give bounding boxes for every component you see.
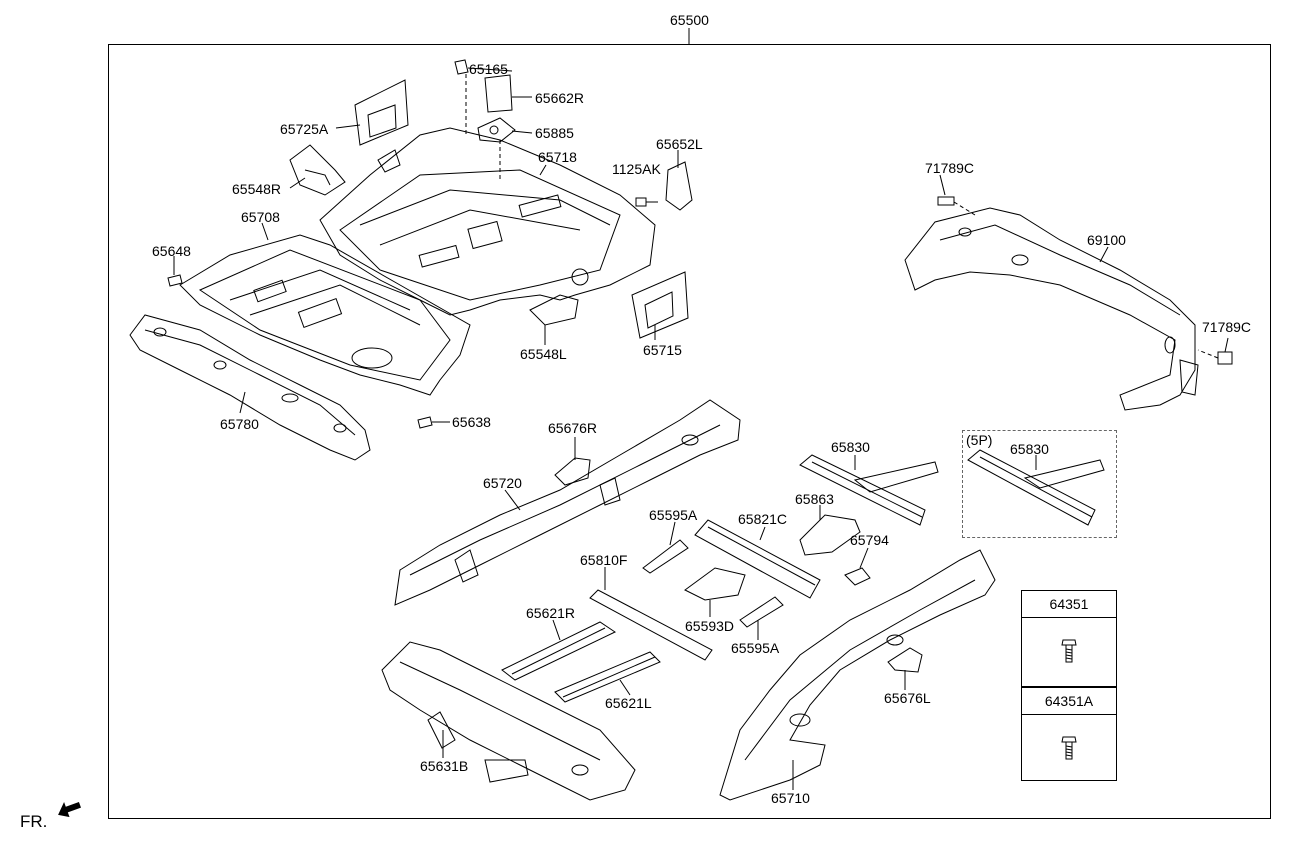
part-label-65165[interactable]: 65165: [469, 61, 508, 77]
bolt-icon: [1061, 639, 1077, 663]
part-label-65885[interactable]: 65885: [535, 125, 574, 141]
part-label-65708[interactable]: 65708: [241, 209, 280, 225]
bracket-65676L-part[interactable]: [887, 647, 923, 673]
rear-member-part[interactable]: [381, 641, 636, 801]
part-label-65718[interactable]: 65718: [538, 149, 577, 165]
part-label-65676L[interactable]: 65676L: [884, 690, 931, 706]
legend-item-icon-cell: [1022, 618, 1116, 687]
bracket-65595A-a-part[interactable]: [642, 539, 689, 574]
part-label-65631B[interactable]: 65631B: [420, 758, 469, 774]
part-label-65725A[interactable]: 65725A: [280, 121, 329, 137]
part-label-65715[interactable]: 65715: [643, 342, 682, 358]
part-label-65593D[interactable]: 65593D: [685, 618, 735, 634]
bracket-65676R-part[interactable]: [554, 457, 591, 486]
bracket-65794-part[interactable]: [844, 567, 871, 586]
part-label-65720[interactable]: 65720: [483, 475, 522, 491]
crossmember-65830-part[interactable]: [799, 454, 939, 526]
part-label-65810F[interactable]: 65810F: [580, 552, 628, 568]
part-label-65652L[interactable]: 65652L: [656, 136, 703, 152]
assembly-frame: [108, 44, 1271, 819]
side-member-r-part[interactable]: [394, 399, 741, 606]
part-label-1125AK[interactable]: 1125AK: [612, 161, 661, 177]
part-label-65548R[interactable]: 65548R: [232, 181, 282, 197]
bolt-1125AK-part[interactable]: [635, 197, 658, 207]
bracket-65662R-part[interactable]: [484, 74, 513, 113]
center-floor-pan-part[interactable]: [179, 234, 471, 396]
crossmember-65821C-part[interactable]: [694, 519, 821, 599]
part-label-71789C-right[interactable]: 71789C: [1202, 319, 1252, 335]
crossmember-65810F-part[interactable]: [589, 589, 713, 661]
legend-item-label[interactable]: 64351: [1022, 591, 1116, 618]
assembly-number-label: 65500: [670, 12, 709, 28]
bolt-icon: [1061, 736, 1077, 760]
legend-item-label[interactable]: 64351A: [1022, 687, 1116, 715]
rear-crossmember-part[interactable]: [904, 207, 1199, 411]
part-label-65648[interactable]: 65648: [152, 243, 191, 259]
front-indicator-label: FR.: [20, 812, 48, 831]
bracket-65548R-part[interactable]: [289, 144, 346, 196]
bracket-65863-part[interactable]: [799, 514, 861, 556]
part-label-65621L[interactable]: 65621L: [605, 695, 652, 711]
part-label-65821C[interactable]: 65821C: [738, 511, 788, 527]
pad-65638-part[interactable]: [417, 416, 433, 429]
clip-65165-part[interactable]: [454, 59, 469, 135]
bracket-65595A-b-part[interactable]: [739, 596, 784, 628]
part-label-65863[interactable]: 65863: [795, 491, 834, 507]
bracket-65725A-part[interactable]: [354, 79, 409, 146]
part-label-65662R[interactable]: 65662R: [535, 90, 585, 106]
part-label-65595A-b[interactable]: 65595A: [731, 640, 780, 656]
legend-item-icon-cell: [1022, 715, 1116, 783]
bracket-65593D-part[interactable]: [684, 567, 746, 601]
bracket-65715-part[interactable]: [631, 271, 689, 339]
side-member-l-part[interactable]: [719, 549, 996, 801]
bracket-65548L-part[interactable]: [529, 294, 579, 326]
part-label-65548L[interactable]: 65548L: [520, 346, 567, 362]
front-indicator: FR.: [20, 812, 47, 832]
part-label-65710[interactable]: 65710: [771, 790, 810, 806]
rear-floor-pan-part[interactable]: [319, 127, 656, 316]
part-label-65830-a[interactable]: 65830: [831, 439, 870, 455]
bracket-65652L-part[interactable]: [665, 161, 693, 211]
bracket-65885-part[interactable]: [477, 117, 516, 143]
reinforcement-65621R-part[interactable]: [501, 621, 617, 681]
part-label-65794[interactable]: 65794: [850, 532, 889, 548]
part-label-65621R[interactable]: 65621R: [526, 605, 576, 621]
part-label-65638[interactable]: 65638: [452, 414, 491, 430]
part-label-71789C-top[interactable]: 71789C: [925, 160, 975, 176]
group-note-5p: (5P): [966, 432, 993, 448]
part-label-65830-b[interactable]: 65830: [1010, 441, 1049, 457]
pad-65648-part[interactable]: [167, 274, 183, 287]
part-label-65595A-a[interactable]: 65595A: [649, 507, 698, 523]
part-label-65780[interactable]: 65780: [220, 416, 259, 432]
crossmember-65830-5p-part[interactable]: [967, 449, 1105, 526]
hardware-legend-table: 64351 64351A: [1021, 590, 1117, 781]
five-piece-group-box: [962, 430, 1117, 538]
pad-71789C-top-part[interactable]: [937, 196, 976, 216]
front-arrow-icon: [58, 801, 81, 817]
part-label-65676R[interactable]: 65676R: [548, 420, 598, 436]
side-sill-part[interactable]: [129, 314, 371, 461]
reinforcement-65621L-part[interactable]: [554, 651, 661, 703]
part-label-69100[interactable]: 69100: [1087, 232, 1126, 248]
